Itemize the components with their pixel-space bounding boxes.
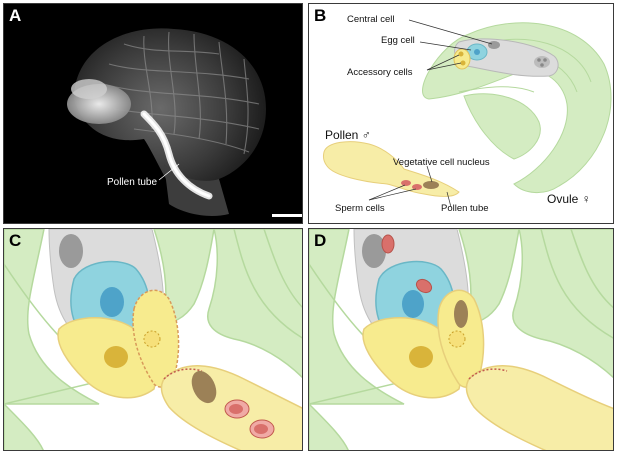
pollen-grain: [322, 141, 460, 197]
sperm-cell: [401, 180, 411, 186]
panel-d-letter: D: [314, 231, 327, 250]
vegetative-nucleus-label: Vegetative cell nucleus: [393, 157, 490, 168]
accessory-cells: [453, 48, 471, 70]
pollen-heading: Pollen ♂: [325, 128, 371, 142]
panel-c-letter: C: [9, 231, 22, 250]
vegetative-nucleus-d: [454, 300, 468, 328]
vegetative-nucleus-c: [191, 370, 217, 404]
sperm-cell-fused-egg: [415, 278, 433, 294]
central-cell-label: Central cell: [347, 14, 395, 25]
fertilization-stage-c: [4, 229, 302, 450]
fertilization-stage-d: [309, 229, 613, 450]
central-cell-nucleus: [59, 234, 83, 268]
sperm-cell-fused-central: [381, 234, 395, 254]
panel-a-letter: A: [9, 6, 22, 25]
egg-nucleus-d: [402, 290, 424, 318]
ovule-schematic: [322, 19, 612, 208]
panel-b-letter: B: [314, 6, 327, 25]
accessory-cells-label: Accessory cells: [347, 67, 413, 78]
panel-d-schematic: D: [308, 228, 614, 451]
central-cell-nucleus-d: [362, 234, 386, 268]
scale-bar: [272, 214, 302, 217]
accessory-nucleus-c: [104, 346, 128, 368]
ovule-label: Ovule ♀: [547, 192, 591, 206]
sperm-cell: [412, 184, 422, 190]
ovule-micrograph: [4, 4, 302, 223]
panel-a-micrograph: A Pollen tube: [3, 3, 303, 224]
pollen-tube-d: [465, 365, 613, 450]
accessory-nucleus-d: [409, 346, 433, 368]
panel-c-schematic: C: [3, 228, 303, 451]
pollen-tube-label-b: Pollen tube: [441, 203, 489, 214]
sperm-cells-label: Sperm cells: [335, 203, 385, 214]
panel-b-schematic: B Central cell Egg cell Accessory cells …: [308, 3, 614, 224]
egg-nucleus-c: [100, 287, 124, 317]
egg-cell-label: Egg cell: [381, 35, 415, 46]
pollen-tube-label: Pollen tube: [107, 177, 158, 188]
vegetative-nucleus: [423, 181, 439, 189]
